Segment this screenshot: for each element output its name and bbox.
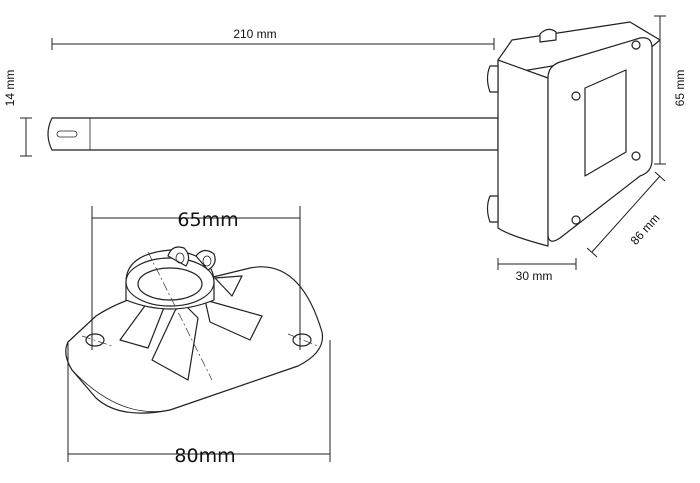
dimension-probe-length: 210 mm [51,27,495,50]
dim-label-86: 86 mm [628,211,663,248]
dim-label-65-housing: 65 mm [673,70,687,107]
dimension-probe-diameter: 14 mm [3,70,32,157]
dimension-housing-height: 65 mm [654,15,687,165]
dimension-flange-width: 80mm [67,340,331,467]
dim-label-30: 30 mm [516,269,553,283]
mounting-flange [65,246,324,414]
dim-label-14: 14 mm [3,70,17,107]
dim-label-80: 80mm [174,445,235,467]
dimension-flange-hole-spacing: 65mm [91,206,301,350]
probe-tube [47,117,499,151]
dim-label-65-flange: 65mm [177,209,238,231]
sensor-housing [486,21,661,247]
dim-label-210: 210 mm [233,27,276,41]
dimension-housing-depth: 30 mm [497,258,577,283]
